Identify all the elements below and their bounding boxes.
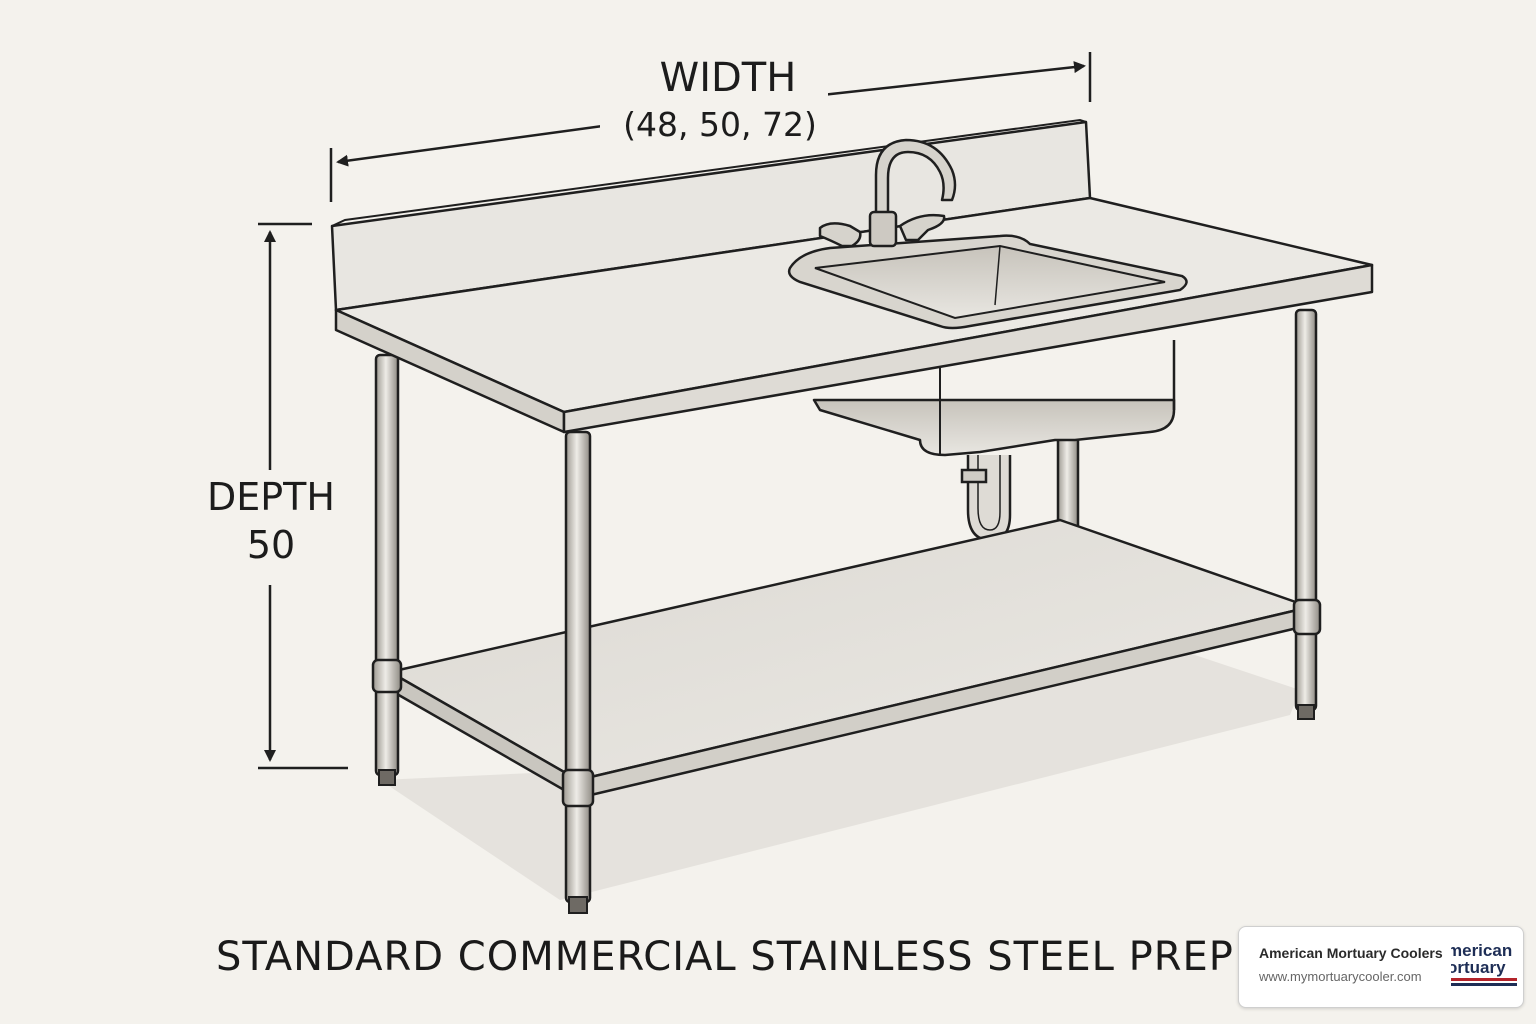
logo-text-line2: ortuary <box>1451 958 1506 977</box>
depth-value-label: 50 <box>226 526 316 564</box>
leg-front-left <box>371 353 403 786</box>
faucet <box>818 138 957 248</box>
diagram-caption: STANDARD COMMERCIAL STAINLESS STEEL PREP… <box>216 934 1274 980</box>
sink-bowl-underside <box>812 340 1176 457</box>
back-leg-right <box>1294 308 1318 720</box>
watermark-url[interactable]: www.mymortuarycooler.com <box>1259 969 1422 984</box>
width-values-label: (48, 50, 72) <box>600 108 840 141</box>
width-dimension-line <box>329 52 1092 202</box>
leg-front-corner <box>561 430 595 914</box>
floor-shadow <box>380 640 1300 900</box>
drain-trap <box>960 455 1012 542</box>
shelf-bracket-right <box>1292 598 1322 636</box>
tabletop <box>334 196 1374 434</box>
depth-label: DEPTH <box>196 478 346 516</box>
width-label: WIDTH <box>628 58 828 98</box>
company-logo-icon: merican ortuary <box>1451 941 1517 993</box>
logo-navy-rule <box>1451 983 1517 986</box>
watermark-company-name: American Mortuary Coolers <box>1259 945 1443 961</box>
logo-text-line1: merican <box>1451 941 1513 960</box>
logo-red-rule <box>1451 978 1517 981</box>
sink-basin <box>787 234 1188 330</box>
watermark-badge[interactable]: American Mortuary Coolers www.mymortuary… <box>1238 926 1524 1008</box>
depth-dimension-line <box>258 222 348 770</box>
